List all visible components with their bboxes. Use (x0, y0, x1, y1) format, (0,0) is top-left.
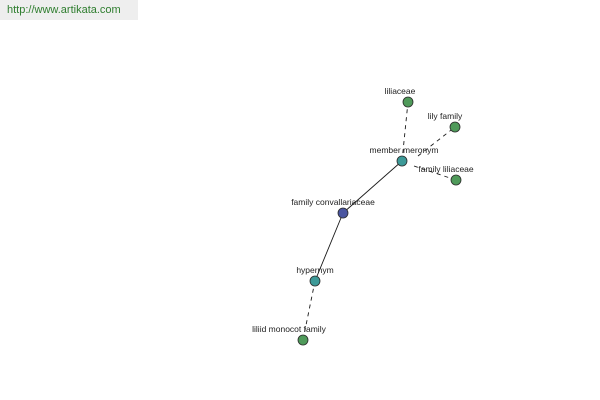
graph-edges (302, 101, 457, 341)
node-member[interactable] (396, 155, 408, 167)
node-lily[interactable] (449, 121, 461, 133)
edge-hyper-liliid (302, 280, 316, 341)
node-liliaceae[interactable] (402, 96, 414, 108)
node-label-center[interactable]: family convallariaceae (291, 197, 375, 207)
node-liliid[interactable] (297, 334, 309, 346)
node-label-hyper[interactable]: hypernym (296, 265, 333, 275)
node-label-member[interactable]: member meronym (370, 145, 439, 155)
node-label-liliid[interactable]: liliid monocot family (252, 324, 326, 334)
edge-center-hyper (314, 212, 344, 282)
edge-center-member (342, 160, 403, 214)
node-label-lily[interactable]: lily family (428, 111, 463, 121)
node-label-famlil[interactable]: family liliaceae (418, 164, 474, 174)
node-label-liliaceae[interactable]: liliaceae (385, 86, 416, 96)
node-center[interactable] (337, 207, 349, 219)
node-famlil[interactable] (450, 174, 462, 186)
node-hyper[interactable] (309, 275, 321, 287)
edge-member-liliaceae (401, 101, 409, 162)
graph-nodes: family convallariaceae member meronym hype… (252, 86, 474, 346)
site-url[interactable]: http://www.artikata.com (0, 0, 138, 20)
